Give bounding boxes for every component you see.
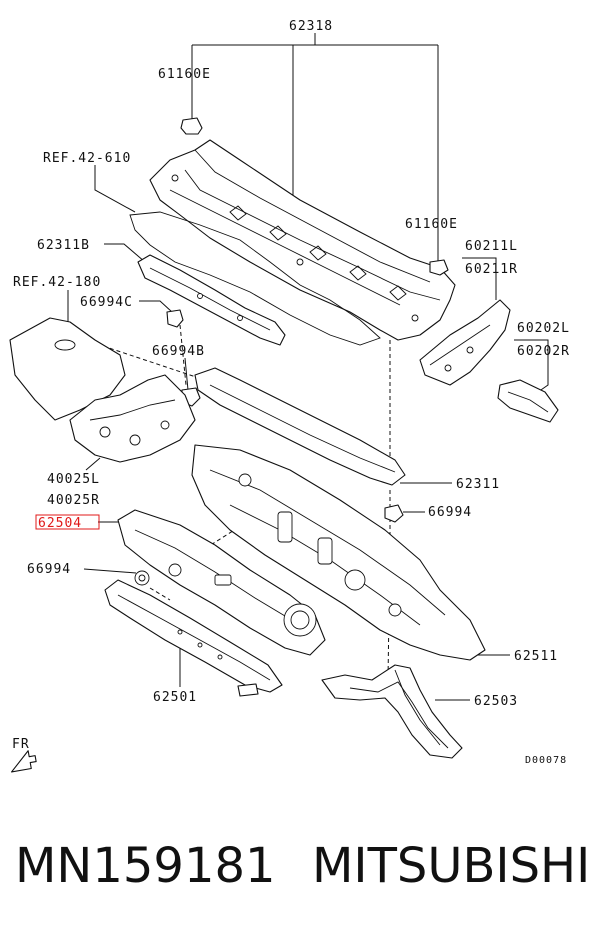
callout-62511: 62511: [514, 649, 558, 664]
clip-66994-right: [384, 504, 404, 523]
callout-66994b: 66994B: [152, 344, 205, 359]
front-arrow: [11, 750, 37, 773]
callout-62318: 62318: [289, 19, 333, 34]
diagram-code: D00078: [525, 755, 567, 766]
callout-60211l: 60211L: [465, 239, 518, 254]
callout-60202r: 60202R: [517, 344, 570, 359]
callout-ref-42-610: REF.42-610: [43, 151, 131, 166]
callout-62311b: 62311B: [37, 238, 90, 253]
callout-60202l: 60202L: [517, 321, 570, 336]
bracket-62311b: [137, 254, 286, 346]
callout-40025r: 40025R: [47, 493, 100, 508]
insulator-62504: [117, 509, 326, 656]
clip-61160e-top: [180, 117, 203, 135]
rail-62501: [104, 579, 283, 697]
bracket-60211: [419, 299, 511, 386]
panel-62311: [194, 367, 406, 486]
clip-61160e-right: [429, 259, 449, 276]
cowl-top-panel: [149, 139, 456, 341]
callout-62504[interactable]: 62504: [38, 516, 82, 531]
front-label: FR: [12, 737, 30, 752]
bracket-40025: [69, 374, 196, 463]
clip-66994-left: [134, 570, 150, 586]
reference-body-610: [129, 211, 381, 346]
clip-66994c: [166, 309, 184, 328]
callout-62503: 62503: [474, 694, 518, 709]
highlight-box-62504: [35, 514, 100, 530]
callout-61160e-right: 61160E: [405, 217, 458, 232]
dash-panel-62511: [191, 444, 486, 661]
bracket-60202: [497, 379, 559, 423]
callout-labels: 62318 61160E REF.42-610 61160E 62311B 60…: [12, 19, 570, 766]
callout-60211r: 60211R: [465, 262, 518, 277]
callout-66994c: 66994C: [80, 295, 133, 310]
part-number: MN159181: [15, 838, 276, 894]
callout-61160e-top: 61160E: [158, 67, 211, 82]
footer: MN159181 MITSUBISHI: [0, 838, 600, 908]
reference-body-180: [9, 317, 126, 421]
callout-66994-left: 66994: [27, 562, 71, 577]
callout-40025l: 40025L: [47, 472, 100, 487]
tunnel-member-62503: [321, 664, 463, 759]
callout-66994-right: 66994: [428, 505, 472, 520]
callout-62501: 62501: [153, 690, 197, 705]
brand-name: MITSUBISHI: [312, 838, 591, 894]
callout-ref-42-180: REF.42-180: [13, 275, 101, 290]
callout-62311: 62311: [456, 477, 500, 492]
